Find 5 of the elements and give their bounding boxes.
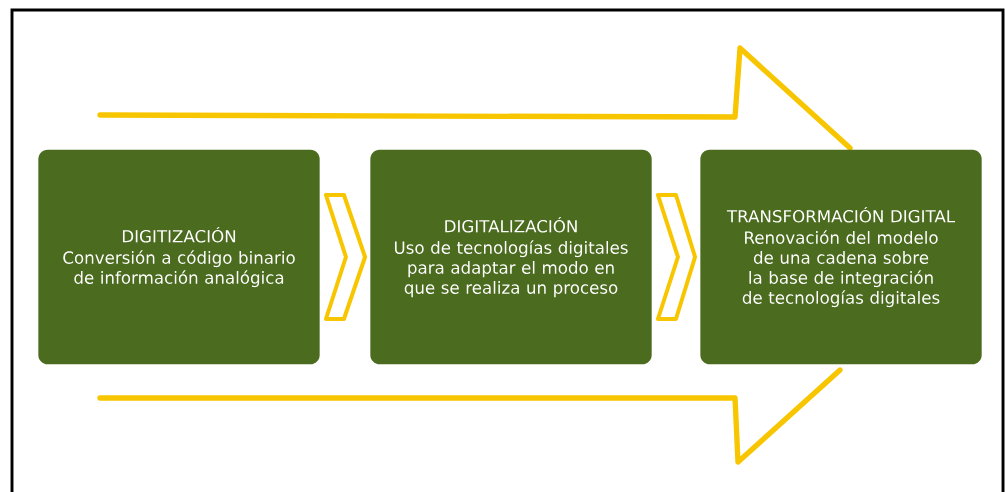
chevron-arrow xyxy=(323,193,368,321)
process-box: DIGITALIZACIÓN Uso de tecnologías digitales para adaptar el modo en que se realiza un proceso xyxy=(370,149,652,365)
chevron-arrow xyxy=(655,193,698,321)
process-box: TRANSFORMACIÓN DIGITAL Renovación del modelo de una cadena sobre la base de integración de tecnologías digitales xyxy=(700,149,982,365)
process-box: DIGITIZACIÓN Conversión a código binario de información analógica xyxy=(38,149,320,365)
